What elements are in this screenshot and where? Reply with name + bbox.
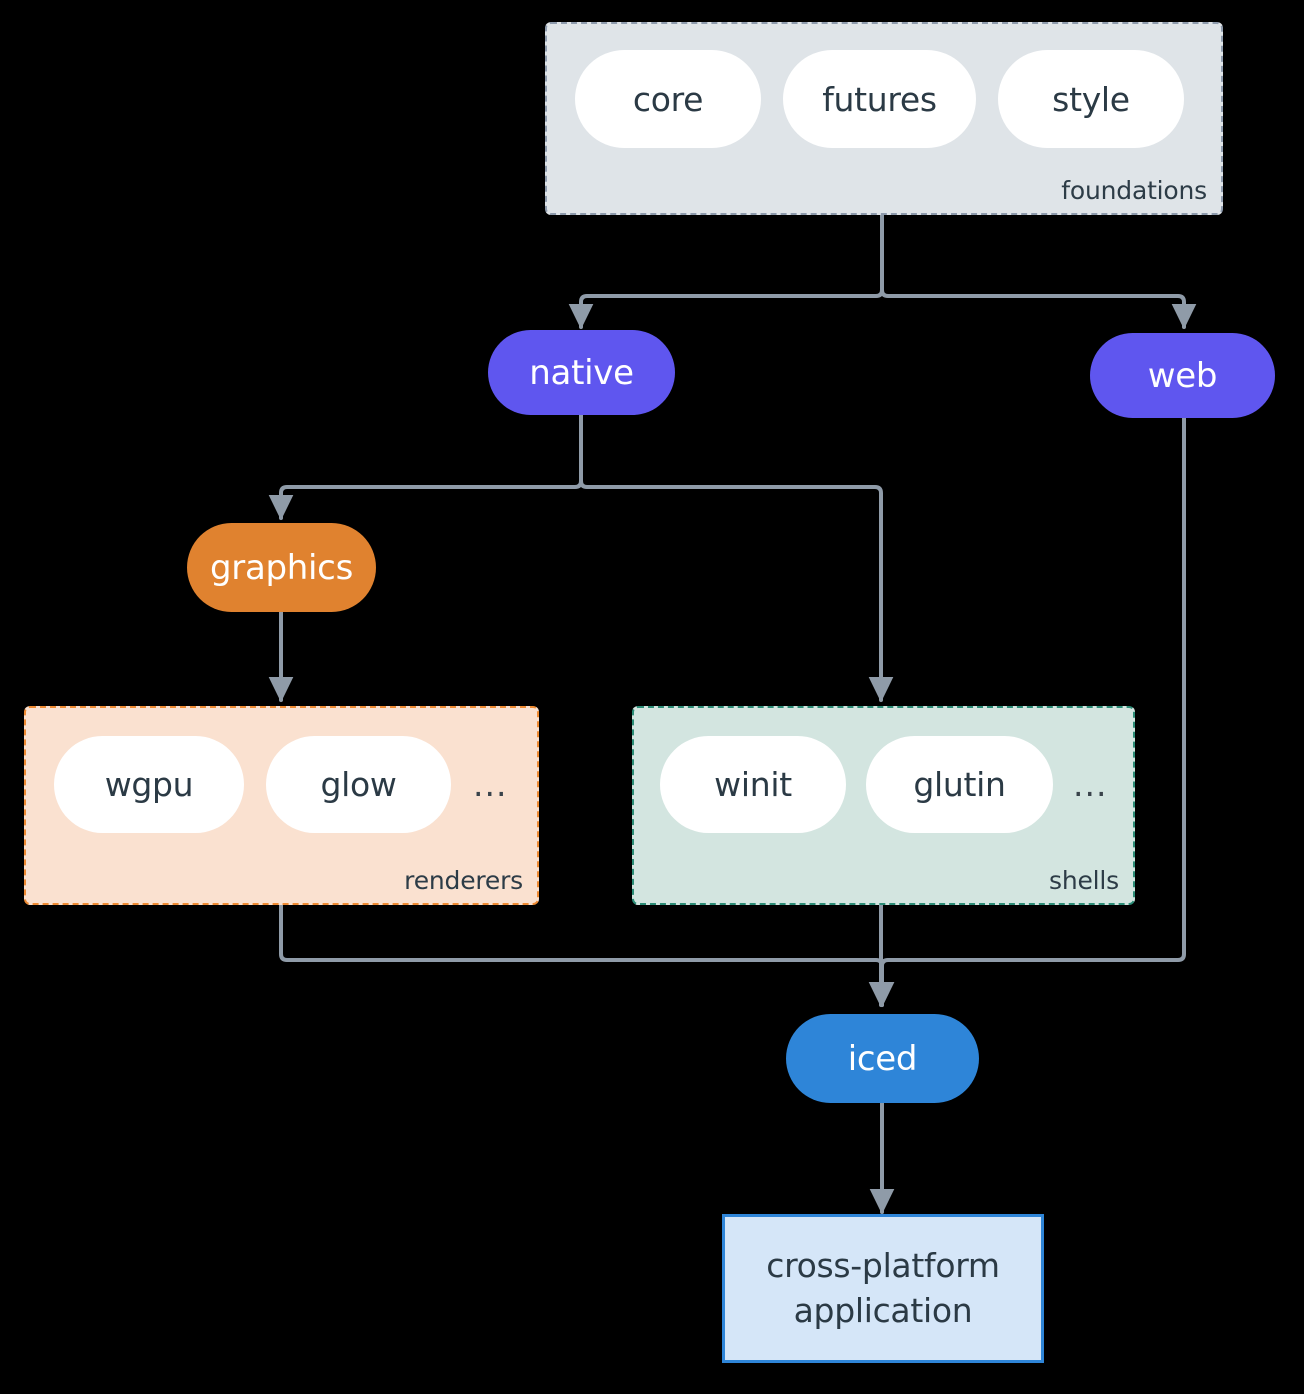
- group-label-renderers: renderers: [404, 866, 523, 895]
- pill-core[interactable]: core: [575, 50, 761, 148]
- edge-foundations-to-native: [568, 213, 884, 330]
- node-cross-platform-application[interactable]: cross-platform application: [722, 1214, 1044, 1363]
- node-iced[interactable]: iced: [786, 1014, 979, 1103]
- edge-renderers-to-iced: [279, 903, 895, 1008]
- group-shells: winit glutin ... shells: [632, 706, 1135, 905]
- pill-style[interactable]: style: [998, 50, 1184, 148]
- renderers-overflow-ellipsis: ...: [473, 764, 508, 804]
- edge-native-to-shells: [579, 413, 894, 703]
- pill-futures[interactable]: futures: [783, 50, 976, 148]
- pill-winit[interactable]: winit: [660, 736, 846, 833]
- pill-label: futures: [822, 79, 937, 119]
- pill-glow[interactable]: glow: [266, 736, 451, 833]
- pill-glutin[interactable]: glutin: [866, 736, 1053, 833]
- group-renderers: wgpu glow ... renderers: [24, 706, 539, 905]
- node-web[interactable]: web: [1090, 333, 1275, 418]
- node-label: native: [529, 352, 634, 393]
- application-label-line1: cross-platform: [766, 1245, 1000, 1285]
- pill-label: winit: [714, 765, 792, 804]
- pill-label: glutin: [913, 765, 1006, 804]
- node-native[interactable]: native: [488, 330, 675, 415]
- pill-label: wgpu: [104, 765, 194, 804]
- node-graphics[interactable]: graphics: [187, 523, 376, 612]
- pill-label: core: [632, 79, 704, 119]
- group-label-foundations: foundations: [1061, 176, 1207, 205]
- node-label: iced: [847, 1038, 918, 1079]
- node-label: web: [1147, 355, 1218, 396]
- edge-foundations-to-web: [880, 213, 1197, 330]
- node-label: graphics: [210, 547, 353, 588]
- group-foundations: core futures style foundations: [545, 22, 1223, 215]
- shells-overflow-ellipsis: ...: [1073, 764, 1108, 804]
- edge-native-to-graphics: [268, 413, 583, 521]
- pill-wgpu[interactable]: wgpu: [54, 736, 244, 833]
- group-label-shells: shells: [1049, 866, 1119, 895]
- pill-label: glow: [320, 765, 397, 804]
- pill-label: style: [1052, 79, 1130, 119]
- application-label-line2: application: [793, 1290, 973, 1330]
